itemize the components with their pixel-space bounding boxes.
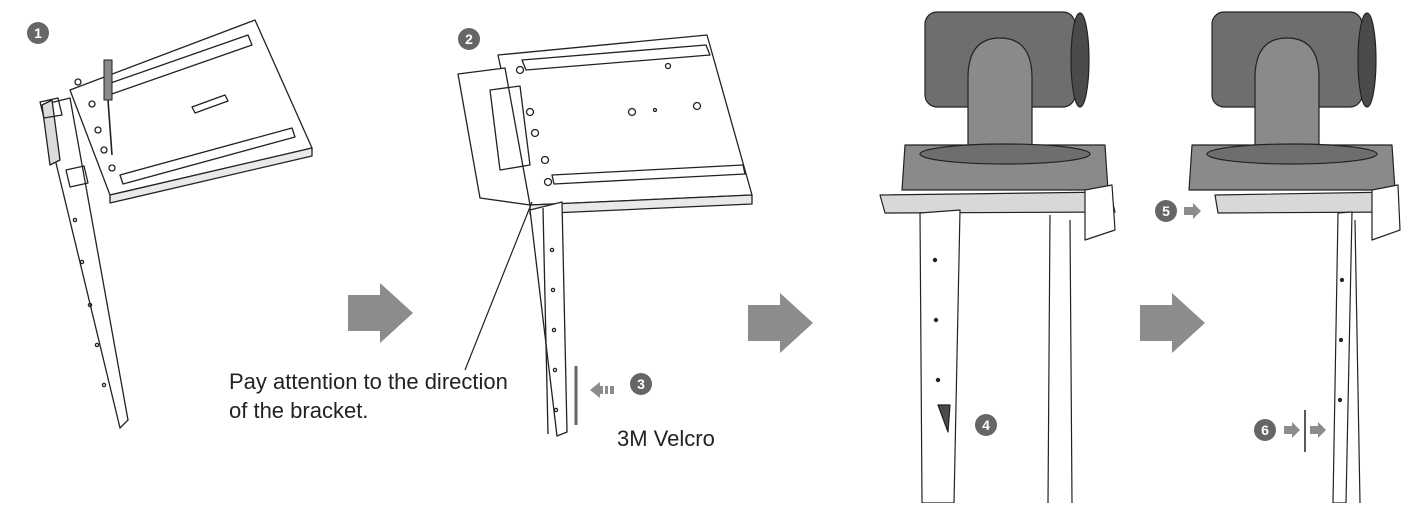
next-step-arrow-3 (1140, 293, 1205, 353)
step-number-1: 1 (34, 25, 42, 41)
velcro-label: 3M Velcro (617, 426, 715, 451)
bracket-direction-note-line1: Pay attention to the direction (229, 369, 508, 394)
step-number-3: 3 (637, 376, 645, 392)
step-badge-3: 3 (630, 373, 652, 395)
step6-push-arrow-right-icon (1310, 422, 1326, 438)
next-step-arrow-2 (748, 293, 813, 353)
step-badge-1: 1 (27, 22, 49, 44)
screwdriver-icon (103, 59, 113, 156)
step2-bracket-figure (457, 34, 753, 437)
step-badge-4: 4 (975, 414, 997, 436)
step1-bracket-figure (39, 19, 313, 429)
step-badge-6: 6 (1254, 419, 1276, 441)
step-badge-2: 2 (458, 28, 480, 50)
step-number-6: 6 (1261, 422, 1269, 438)
step4-camera-figure (879, 11, 1116, 504)
step-badge-5: 5 (1155, 200, 1177, 222)
step-number-2: 2 (465, 31, 473, 47)
bracket-direction-note-line2: of the bracket. (229, 398, 369, 423)
step-number-4: 4 (982, 417, 990, 433)
step6-push-arrow-left-icon (1284, 422, 1300, 438)
step5-camera-figure (1188, 11, 1401, 504)
step-number-5: 5 (1162, 203, 1170, 219)
velcro-push-arrow-icon (590, 382, 614, 398)
step5-push-arrow-icon (1184, 203, 1201, 219)
direction-leader-line (464, 201, 533, 371)
next-step-arrow-1 (348, 283, 413, 343)
